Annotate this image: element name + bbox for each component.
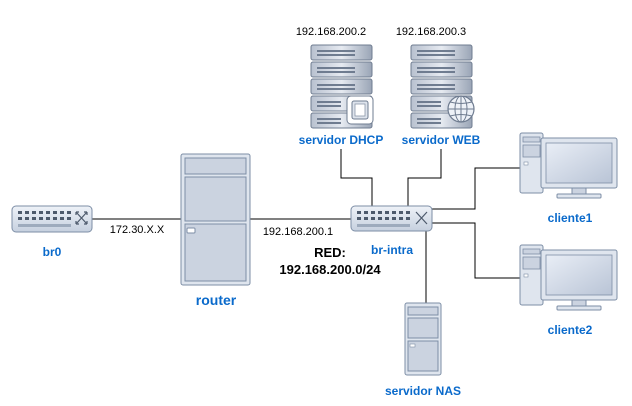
desktop-computer-icon — [519, 132, 618, 199]
links — [92, 149, 520, 303]
server-nas[interactable]: servidor NAS — [385, 302, 461, 398]
router-ip-label: 192.168.200.1 — [263, 226, 333, 238]
client-1[interactable]: cliente1 — [519, 132, 618, 225]
link-client1-switch — [432, 167, 520, 210]
bridge-br0[interactable]: br0 — [11, 205, 93, 259]
server-dhcp[interactable]: 192.168.200.2 servidor DHCP — [296, 26, 384, 147]
bridge-br0-label: br0 — [43, 245, 62, 259]
tower-router-icon — [180, 153, 251, 286]
router-label: router — [196, 292, 237, 308]
subnet-label: RED: 192.168.200.0/24 — [279, 245, 381, 277]
subnet-label-line2: 192.168.200.0/24 — [279, 262, 381, 277]
network-switch-icon — [350, 205, 433, 232]
subnet-label-line1: RED: — [314, 245, 346, 260]
desktop-computer-icon — [519, 244, 618, 311]
server-web-label: servidor WEB — [402, 133, 481, 147]
tower-server-icon — [404, 302, 442, 376]
link-web-switch — [407, 149, 442, 207]
link-client2-switch — [432, 222, 520, 279]
client-2-label: cliente2 — [548, 323, 593, 337]
switch-br-intra[interactable]: br-intra — [350, 205, 433, 257]
switch-br-intra-label: br-intra — [371, 243, 413, 257]
globe-icon — [447, 95, 475, 123]
server-nas-label: servidor NAS — [385, 384, 461, 398]
server-web-ip: 192.168.200.3 — [396, 26, 466, 38]
document-icon — [346, 95, 374, 125]
server-dhcp-ip: 192.168.200.2 — [296, 26, 366, 38]
client-1-label: cliente1 — [548, 211, 593, 225]
server-dhcp-label: servidor DHCP — [299, 133, 384, 147]
router[interactable]: router — [180, 153, 251, 308]
link-dhcp-switch — [340, 149, 373, 207]
client-2[interactable]: cliente2 — [519, 244, 618, 337]
br0-link-label: 172.30.X.X — [110, 224, 165, 236]
network-switch-icon — [11, 205, 93, 233]
server-web[interactable]: 192.168.200.3 servidor WEB — [396, 26, 481, 147]
